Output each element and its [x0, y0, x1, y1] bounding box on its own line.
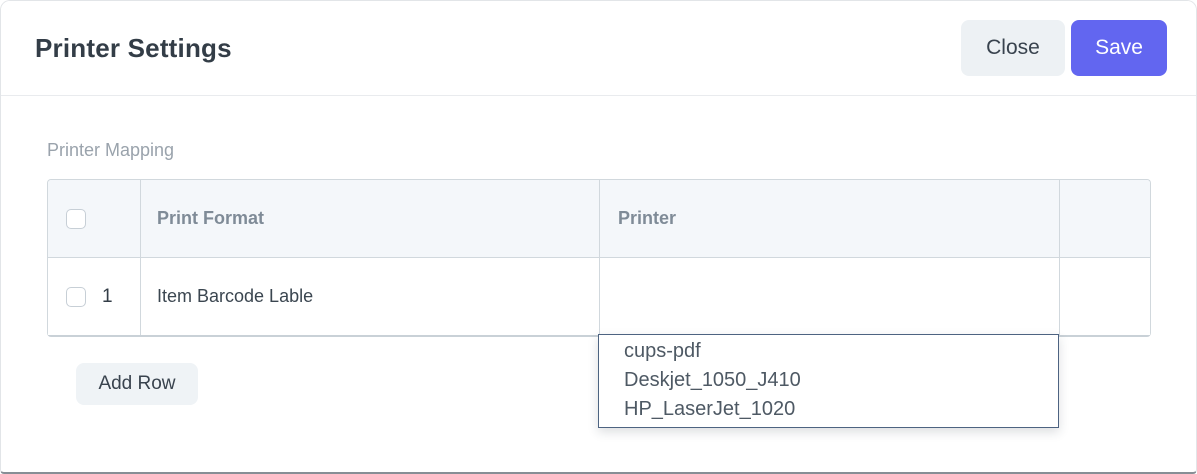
print-format-cell[interactable]: Item Barcode Lable: [141, 258, 600, 335]
printer-mapping-label: Printer Mapping: [47, 140, 175, 160]
row-check-cell: 1: [48, 258, 141, 335]
printer-mapping-grid: Print Format Printer 1 Item Barcode Labl…: [47, 179, 1151, 337]
grid-header-check-cell: [48, 180, 141, 257]
dialog-header: Printer Settings Close Save: [1, 1, 1196, 96]
printer-cell[interactable]: [600, 258, 1060, 335]
printer-dropdown: cups-pdf Deskjet_1050_J410 HP_LaserJet_1…: [598, 334, 1059, 428]
row-trailing-cell: [1060, 258, 1150, 335]
grid-header-row: Print Format Printer: [48, 180, 1150, 258]
add-row-button[interactable]: Add Row: [76, 363, 198, 405]
column-header-print-format-cell: Print Format: [141, 180, 600, 257]
column-header-printer-cell: Printer: [600, 180, 1060, 257]
row-checkbox[interactable]: [66, 286, 86, 307]
save-button[interactable]: Save: [1071, 20, 1167, 76]
row-index: 1: [102, 285, 113, 307]
dropdown-option[interactable]: HP_LaserJet_1020: [624, 398, 796, 420]
table-row: 1 Item Barcode Lable: [48, 258, 1150, 335]
close-button[interactable]: Close: [961, 20, 1065, 76]
select-all-checkbox[interactable]: [66, 208, 86, 229]
dropdown-option[interactable]: cups-pdf: [624, 340, 701, 362]
dialog-title: Printer Settings: [35, 32, 232, 63]
column-header-trailing-cell: [1060, 180, 1150, 257]
dialog-body: Printer Mapping Print Format Printer 1: [1, 140, 1196, 405]
print-format-value: Item Barcode Lable: [157, 286, 314, 306]
column-header-print-format: Print Format: [157, 208, 265, 228]
dropdown-option[interactable]: Deskjet_1050_J410: [624, 369, 801, 391]
column-header-printer: Printer: [618, 208, 677, 228]
